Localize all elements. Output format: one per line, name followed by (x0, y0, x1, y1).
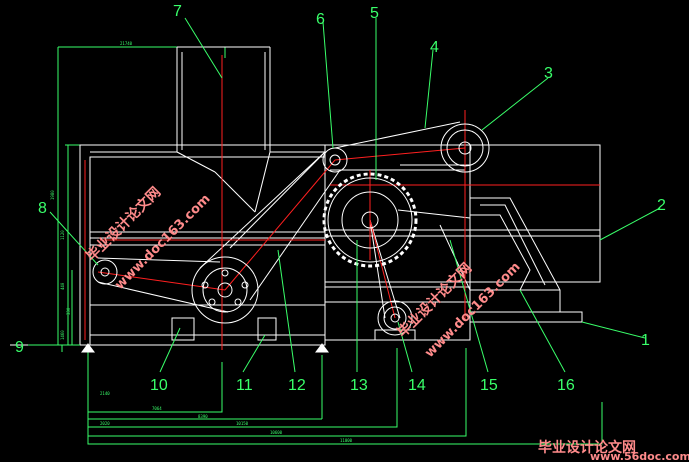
callout-3: 3 (544, 65, 553, 82)
watermark-url: www.doc163.com (422, 259, 523, 360)
pulley-6 (322, 147, 348, 173)
watermarks: 毕业设计论文网 www.doc163.com 毕业设计论文网 www.doc16… (83, 184, 689, 462)
dimension-texts: 7064 8390 10150 10600 11000 21740 1980 1… (50, 41, 353, 443)
callout-10: 10 (150, 377, 168, 394)
leader-lines (28, 17, 661, 373)
callout-15: 15 (480, 377, 498, 394)
dimension-text: 1460 (60, 330, 65, 340)
callout-6: 6 (316, 11, 325, 28)
dimension-text: 10150 (236, 421, 249, 426)
watermark-url: www.doc163.com (112, 191, 213, 292)
dimension-text: 2020 (100, 421, 110, 426)
callout-11: 11 (236, 377, 253, 394)
dimension-text: 8390 (198, 414, 208, 419)
dimension-text: 11000 (340, 438, 353, 443)
dimension-text: 21740 (120, 41, 133, 46)
callout-12: 12 (288, 377, 306, 394)
dimension-text: 7064 (152, 406, 162, 411)
gear-5 (322, 172, 418, 268)
callout-16: 16 (557, 377, 575, 394)
large-pulley-left (191, 256, 259, 324)
watermark-url: www.56doc.com (590, 450, 689, 462)
pulley-3 (440, 123, 490, 173)
callout-1: 1 (641, 332, 650, 349)
dimension-text: 10600 (270, 430, 283, 435)
callout-9: 9 (15, 339, 24, 356)
motor-pulley-14 (374, 300, 416, 341)
machine-outline (79, 46, 601, 346)
callout-13: 13 (350, 377, 368, 394)
watermark-text: 毕业设计论文网 (538, 439, 636, 456)
dimension-text: 440 (60, 282, 65, 290)
callout-14: 14 (408, 377, 426, 394)
callout-5: 5 (370, 5, 379, 22)
dimension-text: 1120 (60, 230, 65, 240)
callout-4: 4 (430, 39, 439, 56)
bases (10, 317, 329, 353)
dimension-text: 2140 (100, 391, 110, 396)
dimension-lines (57, 46, 603, 445)
center-lines (84, 55, 600, 350)
small-pulley-8 (92, 259, 118, 285)
callout-2: 2 (657, 197, 666, 214)
callout-labels: 1 2 3 4 5 6 7 8 9 10 11 12 13 14 15 16 (15, 3, 666, 394)
dimension-text: 1980 (50, 190, 55, 200)
dimension-text: 330 (66, 307, 71, 315)
callout-8: 8 (38, 200, 47, 217)
callout-7: 7 (173, 3, 182, 20)
